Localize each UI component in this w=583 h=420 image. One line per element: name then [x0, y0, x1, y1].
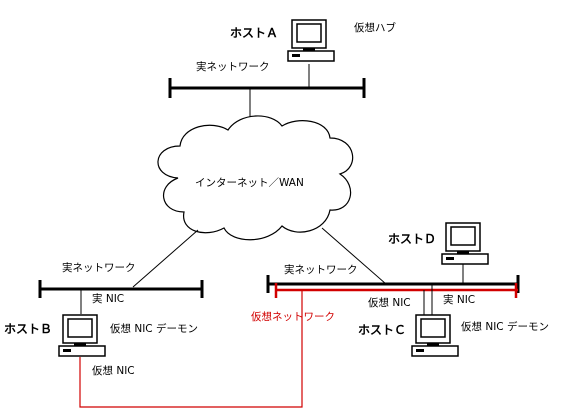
internet-label: インターネット／WAN: [195, 177, 304, 189]
host-c-label: ホストＣ: [358, 323, 406, 337]
real-network-top-label: 実ネットワーク: [196, 60, 270, 73]
real-nic-c-label: 実 NIC: [443, 293, 475, 306]
real-network-right-label: 実ネットワーク: [284, 263, 358, 276]
virtual-network-label: 仮想ネットワーク: [251, 310, 335, 323]
host-d-label: ホストＤ: [388, 232, 436, 246]
host-a-computer-icon: [287, 19, 335, 62]
host-c-computer-icon: [411, 314, 459, 357]
internet-to-left-network-link: [132, 229, 199, 288]
virtual-nic-c-label: 仮想 NIC: [368, 296, 411, 309]
real-network-left-label: 実ネットワーク: [62, 261, 136, 274]
virtual-nic-b-label: 仮想 NIC: [92, 364, 135, 377]
internet-to-right-network-link: [321, 227, 387, 285]
host-d-computer-icon: [441, 222, 489, 265]
host-a-label: ホストＡ: [230, 26, 278, 40]
virtual-nic-daemon-c-label: 仮想 NIC デーモン: [461, 320, 549, 333]
internet-cloud-shape: [157, 115, 354, 241]
virtual-nic-daemon-b-label: 仮想 NIC デーモン: [110, 322, 198, 335]
host-b-label: ホストＢ: [4, 322, 52, 336]
virtual-hub-label: 仮想ハブ: [354, 21, 396, 34]
virtual-network-path: [79, 290, 303, 408]
real-nic-b-label: 実 NIC: [92, 292, 124, 305]
host-b-computer-icon: [58, 314, 106, 357]
